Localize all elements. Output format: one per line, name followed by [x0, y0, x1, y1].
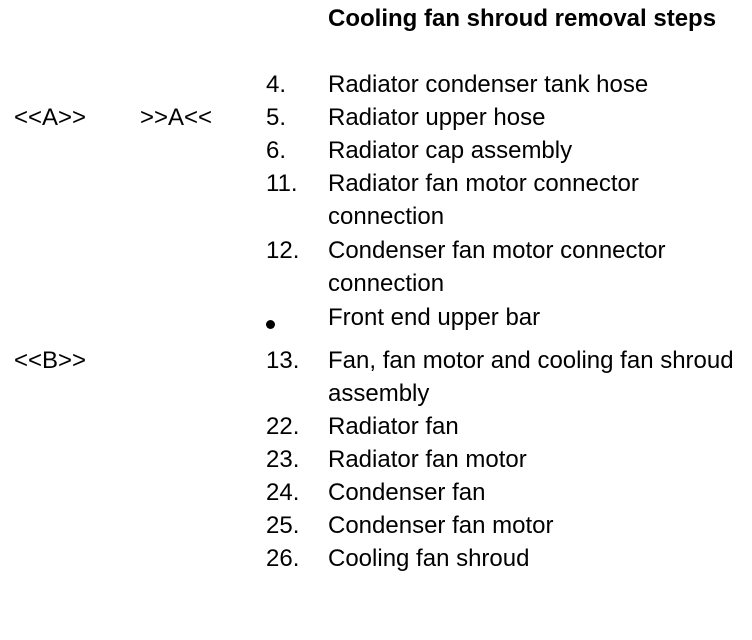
procedure-ref-installation: >>A<< [140, 104, 213, 131]
step-number: 11. [266, 170, 298, 197]
step-number: 13. [266, 347, 300, 374]
step-text: Radiator upper hose [328, 104, 546, 131]
procedure-ref-removal: <<B>> [14, 347, 87, 374]
step-number: 25. [266, 512, 300, 539]
step-number: 22. [266, 413, 300, 440]
step-text: Radiator fan motor [328, 446, 527, 473]
step-text: Radiator fan [328, 413, 459, 440]
procedure-ref-removal: <<A>> [14, 104, 87, 131]
step-number: 12. [266, 237, 300, 264]
step-number: 4. [266, 71, 287, 98]
step-text: Fan, fan motor and cooling fan shroud as… [328, 347, 734, 407]
step-text: Radiator fan motor connector connection [328, 170, 639, 230]
step-text: Radiator condenser tank hose [328, 71, 649, 98]
step-text: Condenser fan [328, 479, 486, 506]
step-text: Radiator cap assembly [328, 137, 573, 164]
bullet-icon [266, 301, 280, 334]
step-text: Condenser fan motor [328, 512, 554, 539]
step-text: Front end upper bar [328, 304, 541, 331]
step-text: Cooling fan shroud [328, 545, 530, 572]
section-title: Cooling fan shroud removal steps [328, 5, 717, 32]
step-number: 24. [266, 479, 300, 506]
step-text: Condenser fan motor connector connection [328, 237, 666, 297]
step-number: 23. [266, 446, 300, 473]
step-number: 5. [266, 104, 287, 131]
step-number: 6. [266, 137, 287, 164]
step-number: 26. [266, 545, 300, 572]
